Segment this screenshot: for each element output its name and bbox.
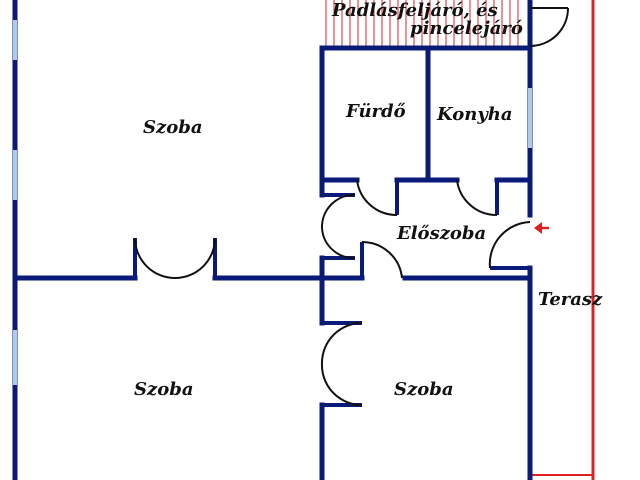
label-stairs-line2: pincelejáró xyxy=(410,18,523,39)
label-terrace: Terasz xyxy=(538,289,603,310)
terrace-outline xyxy=(530,0,595,480)
label-bathroom: Fürdő xyxy=(345,101,406,122)
label-kitchen: Konyha xyxy=(436,104,513,125)
door-swings xyxy=(134,7,569,407)
label-room-top-left: Szoba xyxy=(143,117,202,138)
label-room-bottom-right: Szoba xyxy=(394,379,453,400)
entrance-arrow-icon xyxy=(534,222,549,234)
door-jambs xyxy=(133,180,530,407)
label-stairs-line1: Padlásfeljáró, és xyxy=(331,0,498,21)
windows xyxy=(13,20,532,385)
label-hall: Előszoba xyxy=(396,223,486,244)
stair-hatching xyxy=(325,0,519,46)
label-room-bottom-left: Szoba xyxy=(134,379,193,400)
